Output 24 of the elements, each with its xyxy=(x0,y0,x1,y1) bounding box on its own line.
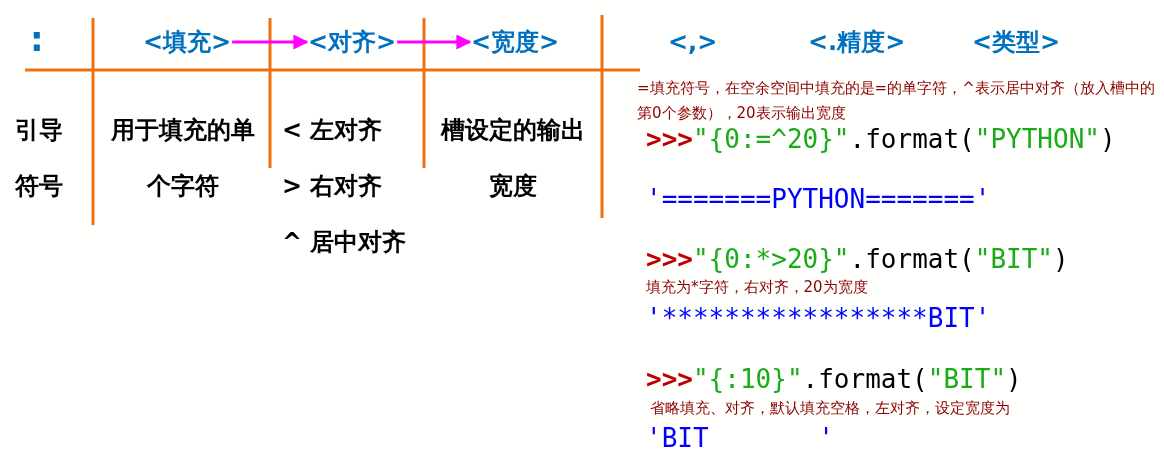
output-line: '=======PYTHON=======' xyxy=(646,183,991,215)
field-label: <.精度> xyxy=(808,27,906,57)
annotation-text: 省略填充、对齐，默认填充空格，左对齐，设定宽度为 xyxy=(650,398,1010,419)
output-line: '*****************BIT' xyxy=(646,302,991,334)
description-text: 用于填充的单个字符 xyxy=(110,115,256,202)
code-line: >>>"{0:*>20}".format("BIT") xyxy=(646,243,1069,275)
annotation-text: 填充为*字符，右对齐，20为宽度 xyxy=(646,277,868,298)
output-line: 'BIT ' xyxy=(646,422,834,454)
field-label: <宽度> xyxy=(470,27,560,57)
field-label: <类型> xyxy=(972,27,1061,57)
description-text: > 右对齐 xyxy=(282,171,383,202)
code-line: >>>"{:10}".format("BIT") xyxy=(646,363,1022,395)
description-text: < 左对齐 xyxy=(282,115,383,146)
description-text: 引导符号 xyxy=(15,115,64,202)
arrow xyxy=(232,34,309,50)
code-line: >>>"{0:=^20}".format("PYTHON") xyxy=(646,123,1116,155)
description-text: ^ 居中对齐 xyxy=(282,227,407,258)
arrow xyxy=(397,34,472,50)
field-label: <对齐> xyxy=(307,27,397,57)
separator-symbol: : xyxy=(30,24,44,54)
field-label: <,> xyxy=(668,27,718,57)
description-text: 槽设定的输出宽度 xyxy=(439,115,586,202)
annotation-text: =填充符号，在空余空间中填充的是=的单字符，^表示居中对齐（放入槽中的第0个参数），20表示输出宽度 xyxy=(637,78,1156,124)
field-label: <填充> xyxy=(142,27,232,57)
